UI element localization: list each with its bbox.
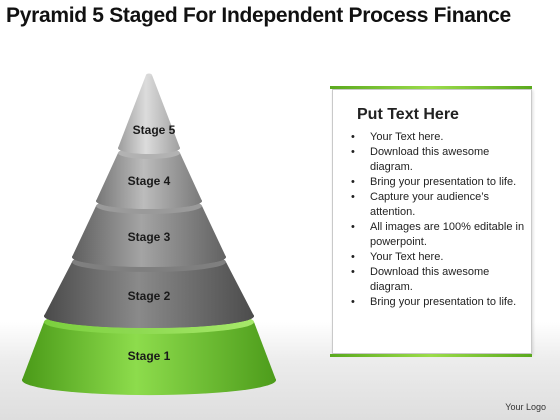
bullet-list: Your Text here. Download this awesome di…	[347, 130, 527, 310]
stage-5-segment: Stage 5	[118, 73, 180, 154]
bullet-item: Download this awesome diagram.	[347, 145, 527, 175]
bullet-item: All images are 100% editable in powerpoi…	[347, 220, 527, 250]
bullet-item: Bring your presentation to life.	[347, 295, 527, 310]
stage-2-segment: Stage 2	[44, 252, 254, 328]
bullet-item: Download this awesome diagram.	[347, 265, 527, 295]
stage-3-label: Stage 3	[128, 230, 171, 244]
bullet-item: Capture your audience’s attention.	[347, 190, 527, 220]
stage-1-label: Stage 1	[128, 349, 171, 363]
page-title: Pyramid 5 Staged For Independent Process…	[6, 4, 511, 27]
bullet-item: Your Text here.	[347, 250, 527, 265]
bullet-item: Bring your presentation to life.	[347, 175, 527, 190]
stage-4-label: Stage 4	[128, 174, 171, 188]
bullet-item: Your Text here.	[347, 130, 527, 145]
stage-4-segment: Stage 4	[96, 147, 202, 209]
stage-5-label: Stage 5	[133, 123, 176, 137]
pyramid-diagram: Stage 1 Stage 2 Stage 3 Stage 4 Stage 5	[22, 73, 276, 396]
text-panel: Put Text Here Your Text here. Download t…	[330, 86, 532, 357]
panel-top-bar	[330, 86, 532, 89]
stage-2-label: Stage 2	[128, 289, 171, 303]
panel-bottom-bar	[330, 354, 532, 357]
panel-heading: Put Text Here	[357, 106, 459, 123]
logo-placeholder: Your Logo	[505, 402, 546, 412]
